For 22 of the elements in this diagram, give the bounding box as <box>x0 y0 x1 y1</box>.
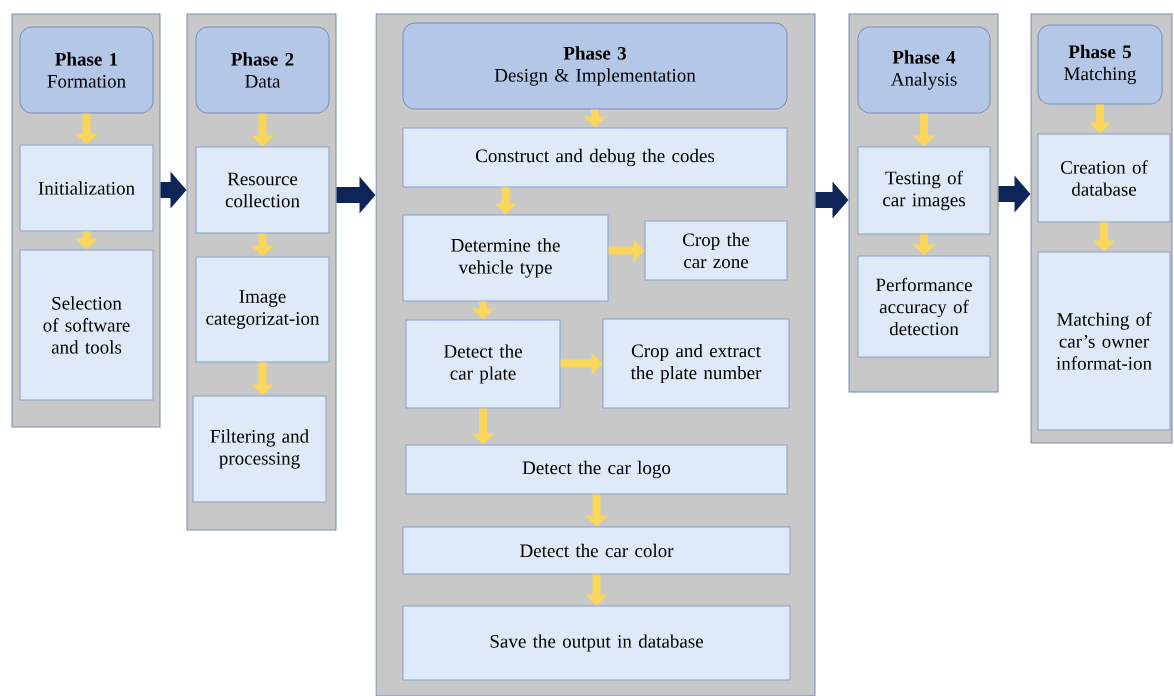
step-box: Matching of car’s owner informat-ion <box>1037 251 1171 431</box>
step-box: Initialization <box>19 144 154 232</box>
step-box: Crop and extract the plate number <box>602 318 790 409</box>
step-box: Detect the car color <box>402 526 791 575</box>
step-box: Testing of car images <box>857 146 991 235</box>
phase-header: Phase 2 Data <box>195 26 330 114</box>
step-box: Crop the car zone <box>644 220 788 281</box>
phase-header: Phase 5 Matching <box>1037 24 1163 105</box>
phase-header: Phase 1 Formation <box>19 26 154 114</box>
phase-header: Phase 4 Analysis <box>857 26 991 114</box>
step-box: Performance accuracy of detection <box>857 255 991 358</box>
step-box: Detect the car plate <box>405 319 561 409</box>
step-box: Selection of software and tools <box>19 249 154 401</box>
step-box: Resource collection <box>195 146 330 234</box>
step-box: Save the output in database <box>402 605 791 681</box>
step-box: Image categorizat-ion <box>195 256 330 363</box>
step-box: Construct and debug the codes <box>402 127 788 188</box>
step-box: Filtering and processing <box>192 395 327 503</box>
step-box: Detect the car logo <box>405 444 788 495</box>
step-box: Creation of database <box>1037 133 1171 223</box>
step-box: Determine the vehicle type <box>402 214 609 302</box>
phase-header: Phase 3 Design & Implementation <box>402 22 788 110</box>
